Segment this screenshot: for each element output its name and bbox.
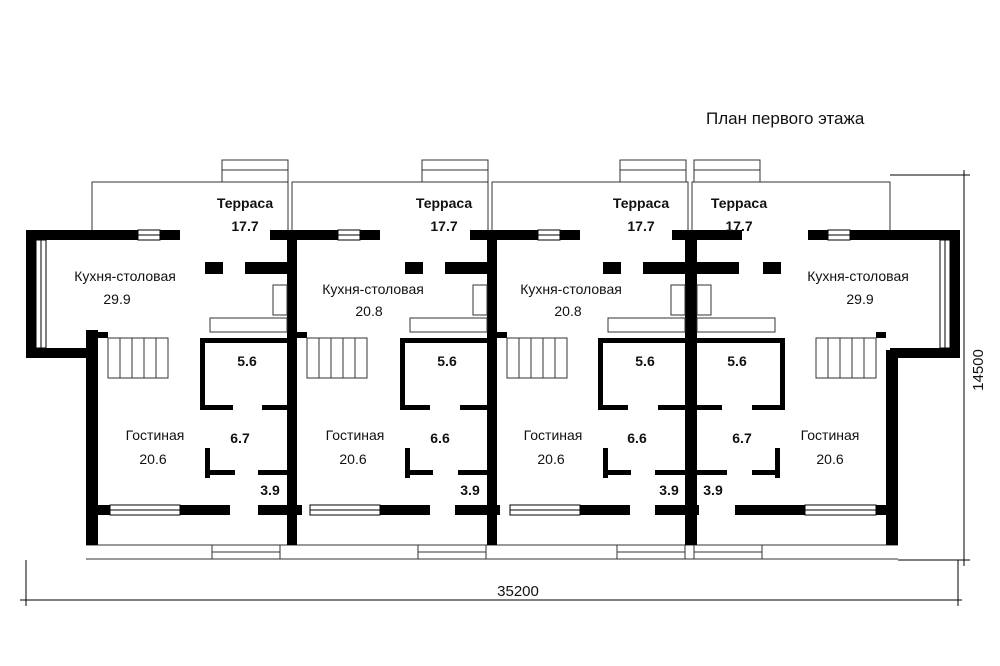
terrace-area: 17.7	[725, 218, 752, 234]
windows	[35, 229, 951, 516]
porch-lines	[86, 544, 898, 560]
kitchen-label: Кухня-столовая	[807, 268, 909, 284]
terrace-label: Терраса	[613, 195, 669, 211]
stair-area: 6.7	[230, 430, 250, 446]
kitchen-area: 29.9	[103, 291, 130, 307]
hall-area: 5.6	[727, 353, 747, 369]
terrace-label: Терраса	[711, 195, 767, 211]
living-area: 20.6	[139, 451, 166, 467]
terrace-area: 17.7	[627, 218, 654, 234]
dimension-lines	[20, 170, 970, 606]
terrace-steps	[221, 159, 761, 183]
overall-depth-dimension: 14500	[970, 349, 987, 391]
terrace-outlines	[91, 181, 891, 230]
stair-area: 6.6	[430, 430, 450, 446]
walls	[26, 230, 960, 545]
terrace-area: 17.7	[231, 218, 258, 234]
living-label: Гостиная	[524, 427, 583, 443]
living-area: 20.6	[339, 451, 366, 467]
terrace-label: Терраса	[217, 195, 273, 211]
vestibule-area: 3.9	[659, 482, 679, 498]
terrace-label: Терраса	[416, 195, 472, 211]
living-label: Гостиная	[326, 427, 385, 443]
kitchen-area: 20.8	[355, 303, 382, 319]
kitchen-counters	[209, 284, 776, 333]
kitchen-area: 29.9	[846, 291, 873, 307]
kitchen-area: 20.8	[554, 303, 581, 319]
living-area: 20.6	[537, 451, 564, 467]
hall-area: 5.6	[635, 353, 655, 369]
terrace-area: 17.7	[430, 218, 457, 234]
stairs	[107, 337, 877, 379]
stair-area: 6.6	[627, 430, 647, 446]
vestibule-area: 3.9	[703, 482, 723, 498]
vestibule-area: 3.9	[460, 482, 480, 498]
living-label: Гостиная	[801, 427, 860, 443]
living-label: Гостиная	[126, 427, 185, 443]
kitchen-label: Кухня-столовая	[520, 281, 622, 297]
living-area: 20.6	[816, 451, 843, 467]
hall-area: 5.6	[437, 353, 457, 369]
vestibule-area: 3.9	[260, 482, 280, 498]
hall-area: 5.6	[237, 353, 257, 369]
overall-width-dimension: 35200	[497, 583, 539, 600]
plan-title: План первого этажа	[706, 109, 865, 128]
kitchen-label: Кухня-столовая	[74, 268, 176, 284]
entry-steps	[211, 544, 763, 560]
stair-area: 6.7	[732, 430, 752, 446]
kitchen-label: Кухня-столовая	[322, 281, 424, 297]
